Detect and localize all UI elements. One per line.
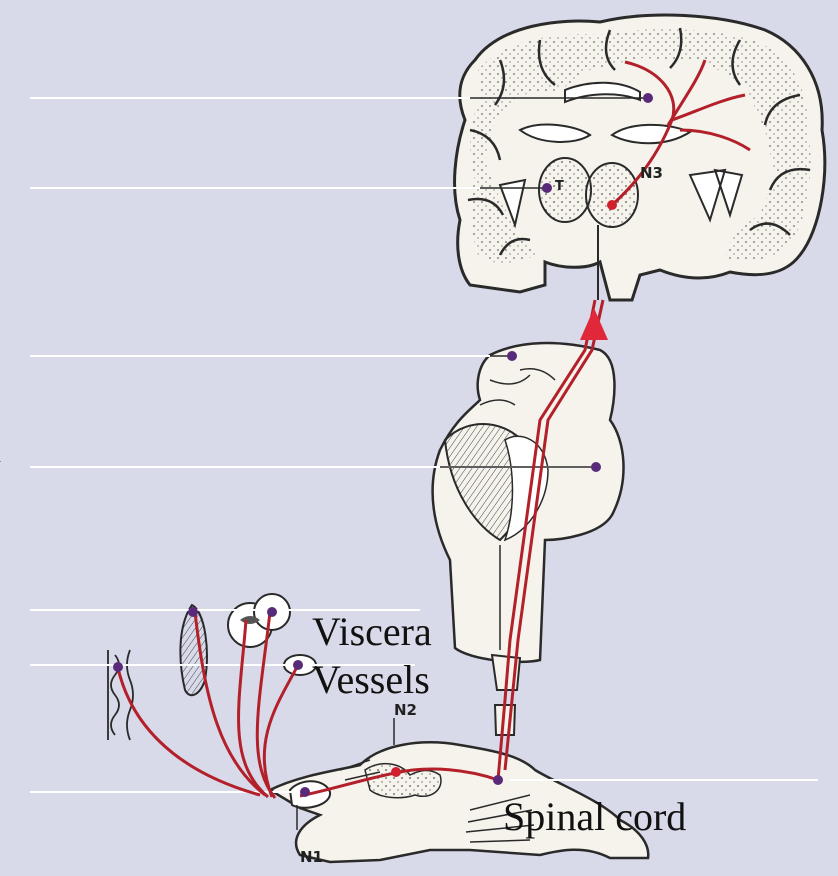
marker-midbrain bbox=[507, 351, 517, 361]
brainstem bbox=[433, 343, 624, 735]
marker-muscle bbox=[188, 607, 198, 617]
marker-eye bbox=[293, 660, 303, 670]
marker-skin bbox=[113, 662, 123, 672]
marker-pons bbox=[591, 462, 601, 472]
thalamic-neuron bbox=[607, 200, 617, 210]
vertebra-organ bbox=[228, 594, 290, 647]
viscera-label: Viscera bbox=[312, 612, 432, 652]
thalamus-right bbox=[586, 163, 638, 227]
muscle-organ bbox=[180, 605, 207, 695]
cut-off-label: n bbox=[0, 438, 1, 468]
ascending-arrow-icon bbox=[580, 308, 608, 340]
vessels-label: Vessels bbox=[312, 660, 430, 700]
muscle-icon bbox=[180, 605, 207, 695]
dorsal-horn-neuron bbox=[391, 767, 401, 777]
thalamus-t-label: T bbox=[555, 180, 564, 193]
spinal-cord-label: Spinal cord bbox=[503, 797, 686, 837]
n1-label: N1 bbox=[300, 850, 323, 865]
n2-label: N2 bbox=[394, 703, 417, 718]
marker-ganglion bbox=[300, 787, 310, 797]
marker-spinal bbox=[493, 775, 503, 785]
marker-cortex bbox=[643, 93, 653, 103]
brain-section bbox=[455, 15, 825, 300]
n3-label: N3 bbox=[640, 166, 663, 181]
marker-vertebra bbox=[267, 607, 277, 617]
peripheral-fiber-eye bbox=[264, 665, 298, 797]
marker-thalamus bbox=[542, 183, 552, 193]
